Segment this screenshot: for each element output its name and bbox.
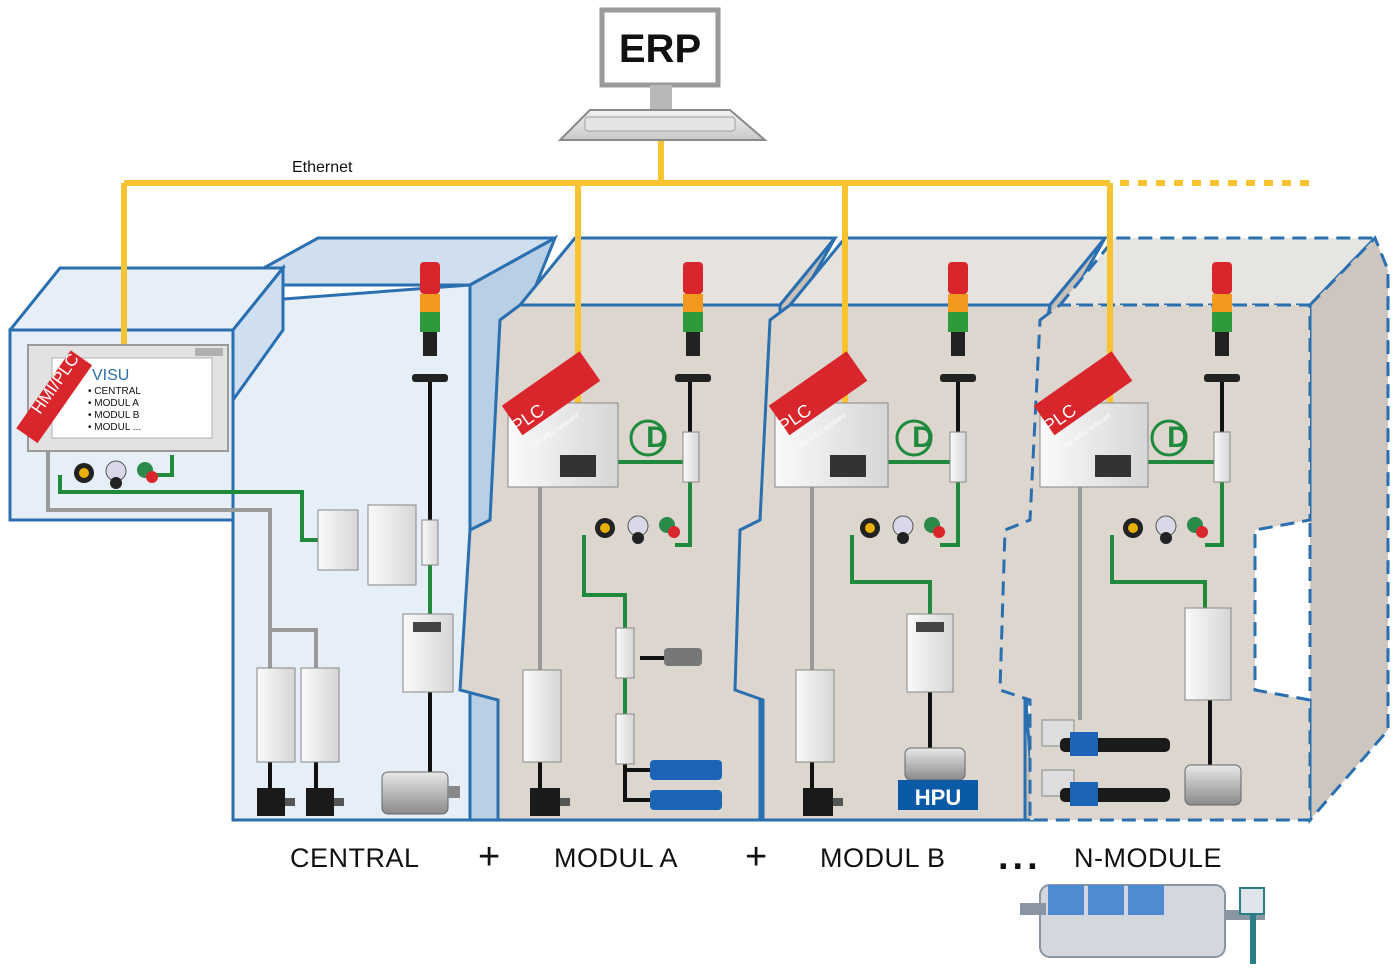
ethernet-label: Ethernet — [292, 159, 353, 176]
visu-item-modul-b: • MODUL B — [88, 410, 140, 421]
visu-item-modul-more: • MODUL ... — [88, 422, 141, 433]
hpu-label: HPU — [915, 785, 961, 810]
caption-plus-1: + — [478, 836, 501, 878]
erp-label: ERP — [619, 27, 701, 71]
caption-modul-a: MODUL A — [554, 843, 679, 873]
visu-title: VISU — [92, 367, 129, 384]
caption-plus-2: + — [745, 836, 768, 878]
visu-item-central: • CENTRAL — [88, 386, 141, 397]
modul-a-content: D — [507, 262, 722, 816]
central-wiring — [46, 380, 432, 790]
plc-badge-n-module — [1033, 351, 1133, 436]
machine-line-icon — [1020, 884, 1265, 964]
n-module-content: D — [1039, 262, 1242, 806]
caption-central: CENTRAL — [290, 843, 420, 873]
hmi-badge — [16, 350, 93, 444]
visu-item-modul-a: • MODUL A — [88, 398, 139, 409]
erp-monitor — [557, 7, 768, 141]
caption-ellipsis: ... — [998, 836, 1042, 878]
plc-badge-modul-a — [501, 351, 601, 436]
central-devices — [74, 262, 460, 816]
caption-modul-b: MODUL B — [820, 843, 946, 873]
caption-n-module: N-MODULE — [1074, 843, 1223, 873]
plc-badge-modul-b — [768, 351, 868, 436]
